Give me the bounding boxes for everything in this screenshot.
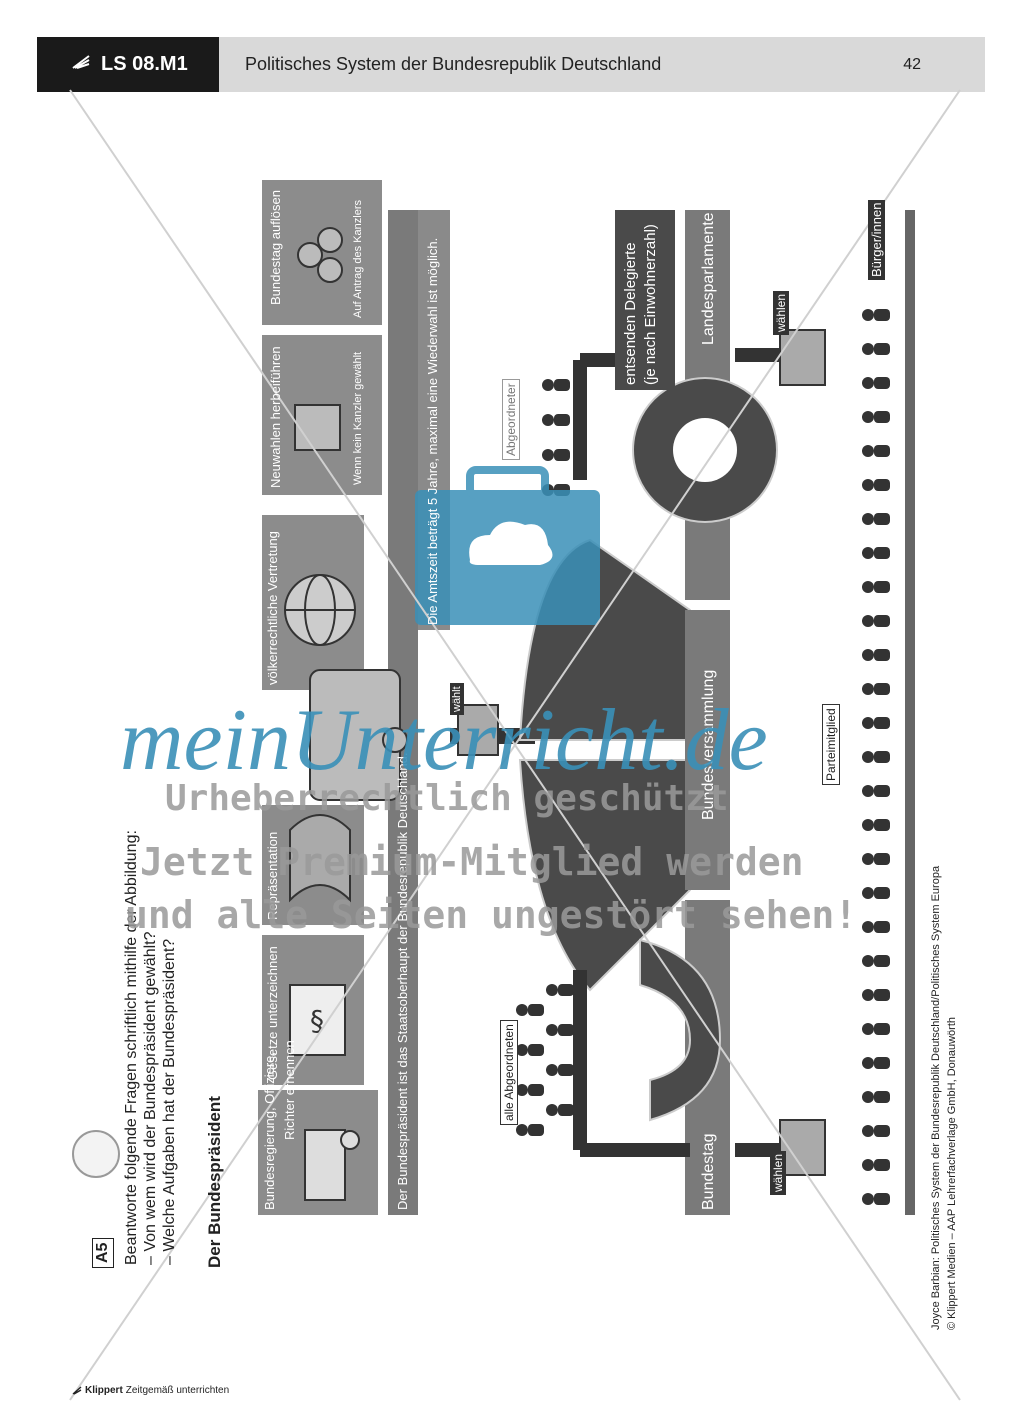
term-text: Die Amtszeit beträgt 5 Jahre, maximal ei…: [425, 237, 440, 625]
footer-tagline: Zeitgemäß unterrichten: [125, 1385, 230, 1396]
duty-label-appoint-2: Richter ernennen: [282, 1040, 297, 1140]
task-label: A5: [92, 1237, 114, 1268]
watermark-brand: meinUnterricht.de: [120, 692, 768, 789]
delegates-box: [615, 210, 675, 390]
task-question-2: – Welche Aufgaben hat der Bundespräsiden…: [161, 938, 178, 1265]
duty-label-dissolve: Bundestag auflösen: [268, 190, 283, 305]
bundesversammlung-bar: [685, 610, 730, 890]
footer-brand: Klippert Zeitgemäß unterrichten: [72, 1385, 229, 1396]
citizen-icon: [862, 513, 890, 525]
page-title: Politisches System der Bundesrepublik De…: [245, 54, 662, 74]
deputy-label: Abgeordneter: [502, 379, 520, 460]
citizens-bar: [905, 210, 915, 1215]
duty-label-international: völkerrechtliche Vertretung: [265, 531, 280, 685]
president-icon: [309, 669, 408, 801]
task-question-1: – Von wem wird der Bundespräsident gewäh…: [142, 931, 159, 1265]
klippert-logo-icon: [71, 54, 91, 75]
ballot-box-landtag-icon: [779, 329, 826, 386]
landesparlamente-label: Landesparlamente: [700, 212, 717, 345]
watermark-line-1: Urheberrechtlich geschützt: [165, 778, 729, 819]
duty-note-new-elections: Wenn kein Kanzler gewählt: [352, 351, 364, 485]
ballot-box-elects-icon: [457, 704, 499, 756]
people-icon: [297, 227, 343, 283]
citizen-icon: [862, 853, 890, 865]
citizen-icon: [862, 479, 890, 491]
head-of-state-text: Der Bundespräsident ist das Staatsoberha…: [395, 752, 410, 1210]
vote-label-bundestag: wählen: [770, 1150, 786, 1195]
footer-brand-name: Klippert: [85, 1385, 123, 1396]
citizen-icon: [862, 445, 890, 457]
citizen-icon: [862, 887, 890, 899]
header-code: LS 08.M1: [101, 53, 188, 75]
delegates-label-1: entsenden Delegierte: [622, 242, 639, 385]
citizens-row: [862, 309, 890, 1205]
ballot-box-icon: [294, 404, 341, 451]
header-bar: Politisches System der Bundesrepublik De…: [219, 37, 985, 92]
header-code-box: LS 08.M1: [37, 37, 219, 92]
citizen-icon: [862, 1159, 890, 1171]
duty-note-dissolve: Auf Antrag des Kanzlers: [352, 199, 364, 318]
mascot-icon: [72, 1130, 120, 1178]
citizen-icon: [862, 819, 890, 831]
klippert-logo-icon-small: [72, 1386, 82, 1395]
delegates-label-2: (je nach Einwohnerzahl): [642, 224, 659, 385]
citizen-icon: [862, 989, 890, 1001]
citizen-icon: [862, 717, 890, 729]
svg-text:§: §: [310, 1004, 324, 1037]
citizen-icon: [862, 683, 890, 695]
footer-source-2: © Klippert Medien – AAP Lehrerfachverlag…: [946, 1016, 958, 1330]
bundestag-label: Bundestag: [700, 1133, 717, 1210]
duty-label-new-elections: Neuwahlen herbeiführen: [268, 346, 283, 488]
bundestag-plenary-icon: [639, 938, 722, 1122]
citizen-icon: [862, 1091, 890, 1103]
vote-label-landtag: wählen: [773, 290, 789, 335]
flag-icon: [289, 814, 351, 903]
citizen-icon: [862, 377, 890, 389]
section-title: Der Bundespräsident: [205, 1096, 224, 1268]
law-paper-icon: §: [289, 984, 346, 1056]
citizen-icon: [862, 1057, 890, 1069]
citizen-icon: [862, 615, 890, 627]
citizen-icon: [862, 581, 890, 593]
document-icon: [304, 1129, 360, 1201]
duty-label-laws: Gesetze unterzeichnen: [265, 946, 280, 1080]
watermark-line-2: Jetzt Premium-Mitglied werden: [140, 840, 804, 884]
briefcase-watermark-icon: [415, 466, 600, 625]
citizen-icon: [862, 1023, 890, 1035]
citizen-icon: [862, 1193, 890, 1205]
deputies-group-bundestag: [516, 984, 574, 1136]
citizen-icon: [862, 1125, 890, 1137]
citizen-icon: [862, 955, 890, 967]
citizen-icon: [862, 343, 890, 355]
party-member-label: Parteimitglied: [822, 704, 840, 785]
citizens-label: Bürger/innen: [868, 199, 885, 280]
citizen-icon: [862, 649, 890, 661]
citizen-icon: [862, 921, 890, 933]
citizen-icon: [862, 785, 890, 797]
citizen-icon: [862, 547, 890, 559]
citizen-icon: [862, 411, 890, 423]
globe-icon: [284, 574, 356, 646]
watermark-line-3: und alle Seiten ungestört sehen!: [125, 893, 858, 937]
citizen-icon: [862, 751, 890, 763]
bundesversammlung-arch-bottom: [518, 759, 707, 992]
citizen-icon: [862, 309, 890, 321]
all-deputies-label: alle Abgeordneten: [500, 1020, 518, 1125]
page-number: 42: [903, 55, 921, 73]
footer-source-1: Joyce Barbian: Politisches System der Bu…: [930, 865, 942, 1330]
